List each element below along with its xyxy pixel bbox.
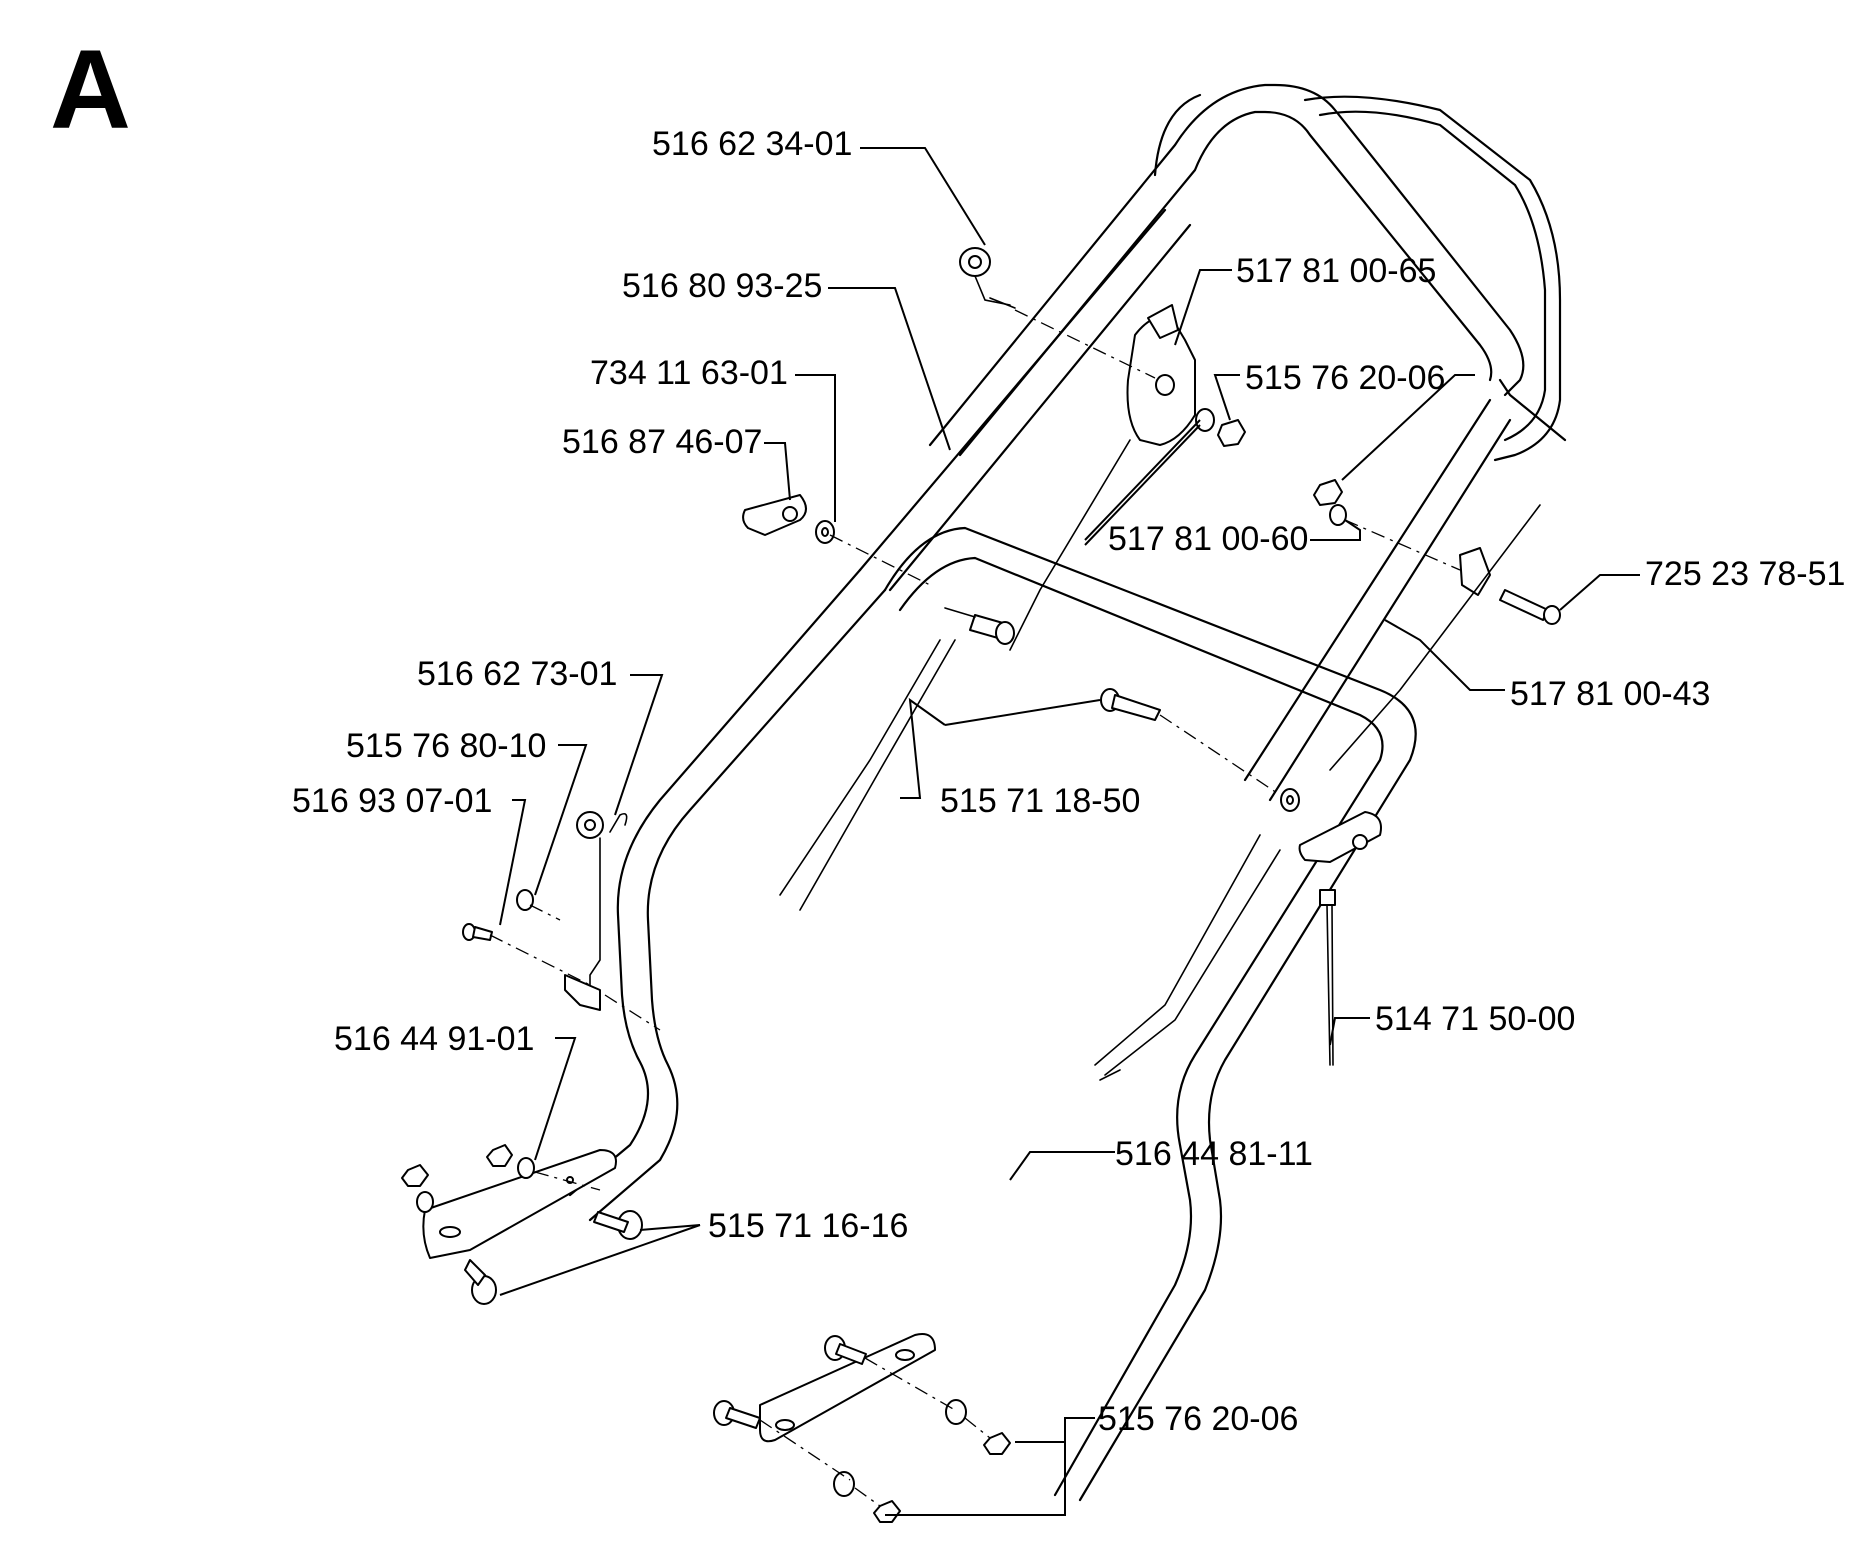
part-label: 515 71 16-16 <box>708 1207 908 1245</box>
part-label: 517 81 00-65 <box>1236 252 1436 290</box>
part-label: 515 71 18-50 <box>940 782 1140 820</box>
part-label: 516 62 73-01 <box>417 655 617 693</box>
leader-lines <box>499 147 1640 1516</box>
part-label: 514 71 50-00 <box>1375 1000 1575 1038</box>
part-label: 516 44 81-11 <box>1115 1135 1313 1173</box>
section-letter: A <box>50 27 131 152</box>
part-labels: 516 62 34-01 516 80 93-25 517 81 00-65 7… <box>292 125 1845 1438</box>
part-label: 516 62 34-01 <box>652 125 852 163</box>
part-label: 725 23 78-51 <box>1645 555 1845 593</box>
part-label: 734 11 63-01 <box>590 354 788 392</box>
handle-assembly-drawing <box>401 83 1567 1523</box>
part-label: 515 76 80-10 <box>346 727 546 765</box>
part-label: 516 87 46-07 <box>562 423 762 461</box>
part-label: 517 81 00-43 <box>1510 675 1710 713</box>
part-label: 515 76 20-06 <box>1098 1400 1298 1438</box>
part-label: 516 44 91-01 <box>334 1020 534 1058</box>
part-label: 516 80 93-25 <box>622 267 822 305</box>
part-label: 516 93 07-01 <box>292 782 492 820</box>
part-label: 515 76 20-06 <box>1245 359 1445 397</box>
part-label: 517 81 00-60 <box>1108 520 1308 558</box>
